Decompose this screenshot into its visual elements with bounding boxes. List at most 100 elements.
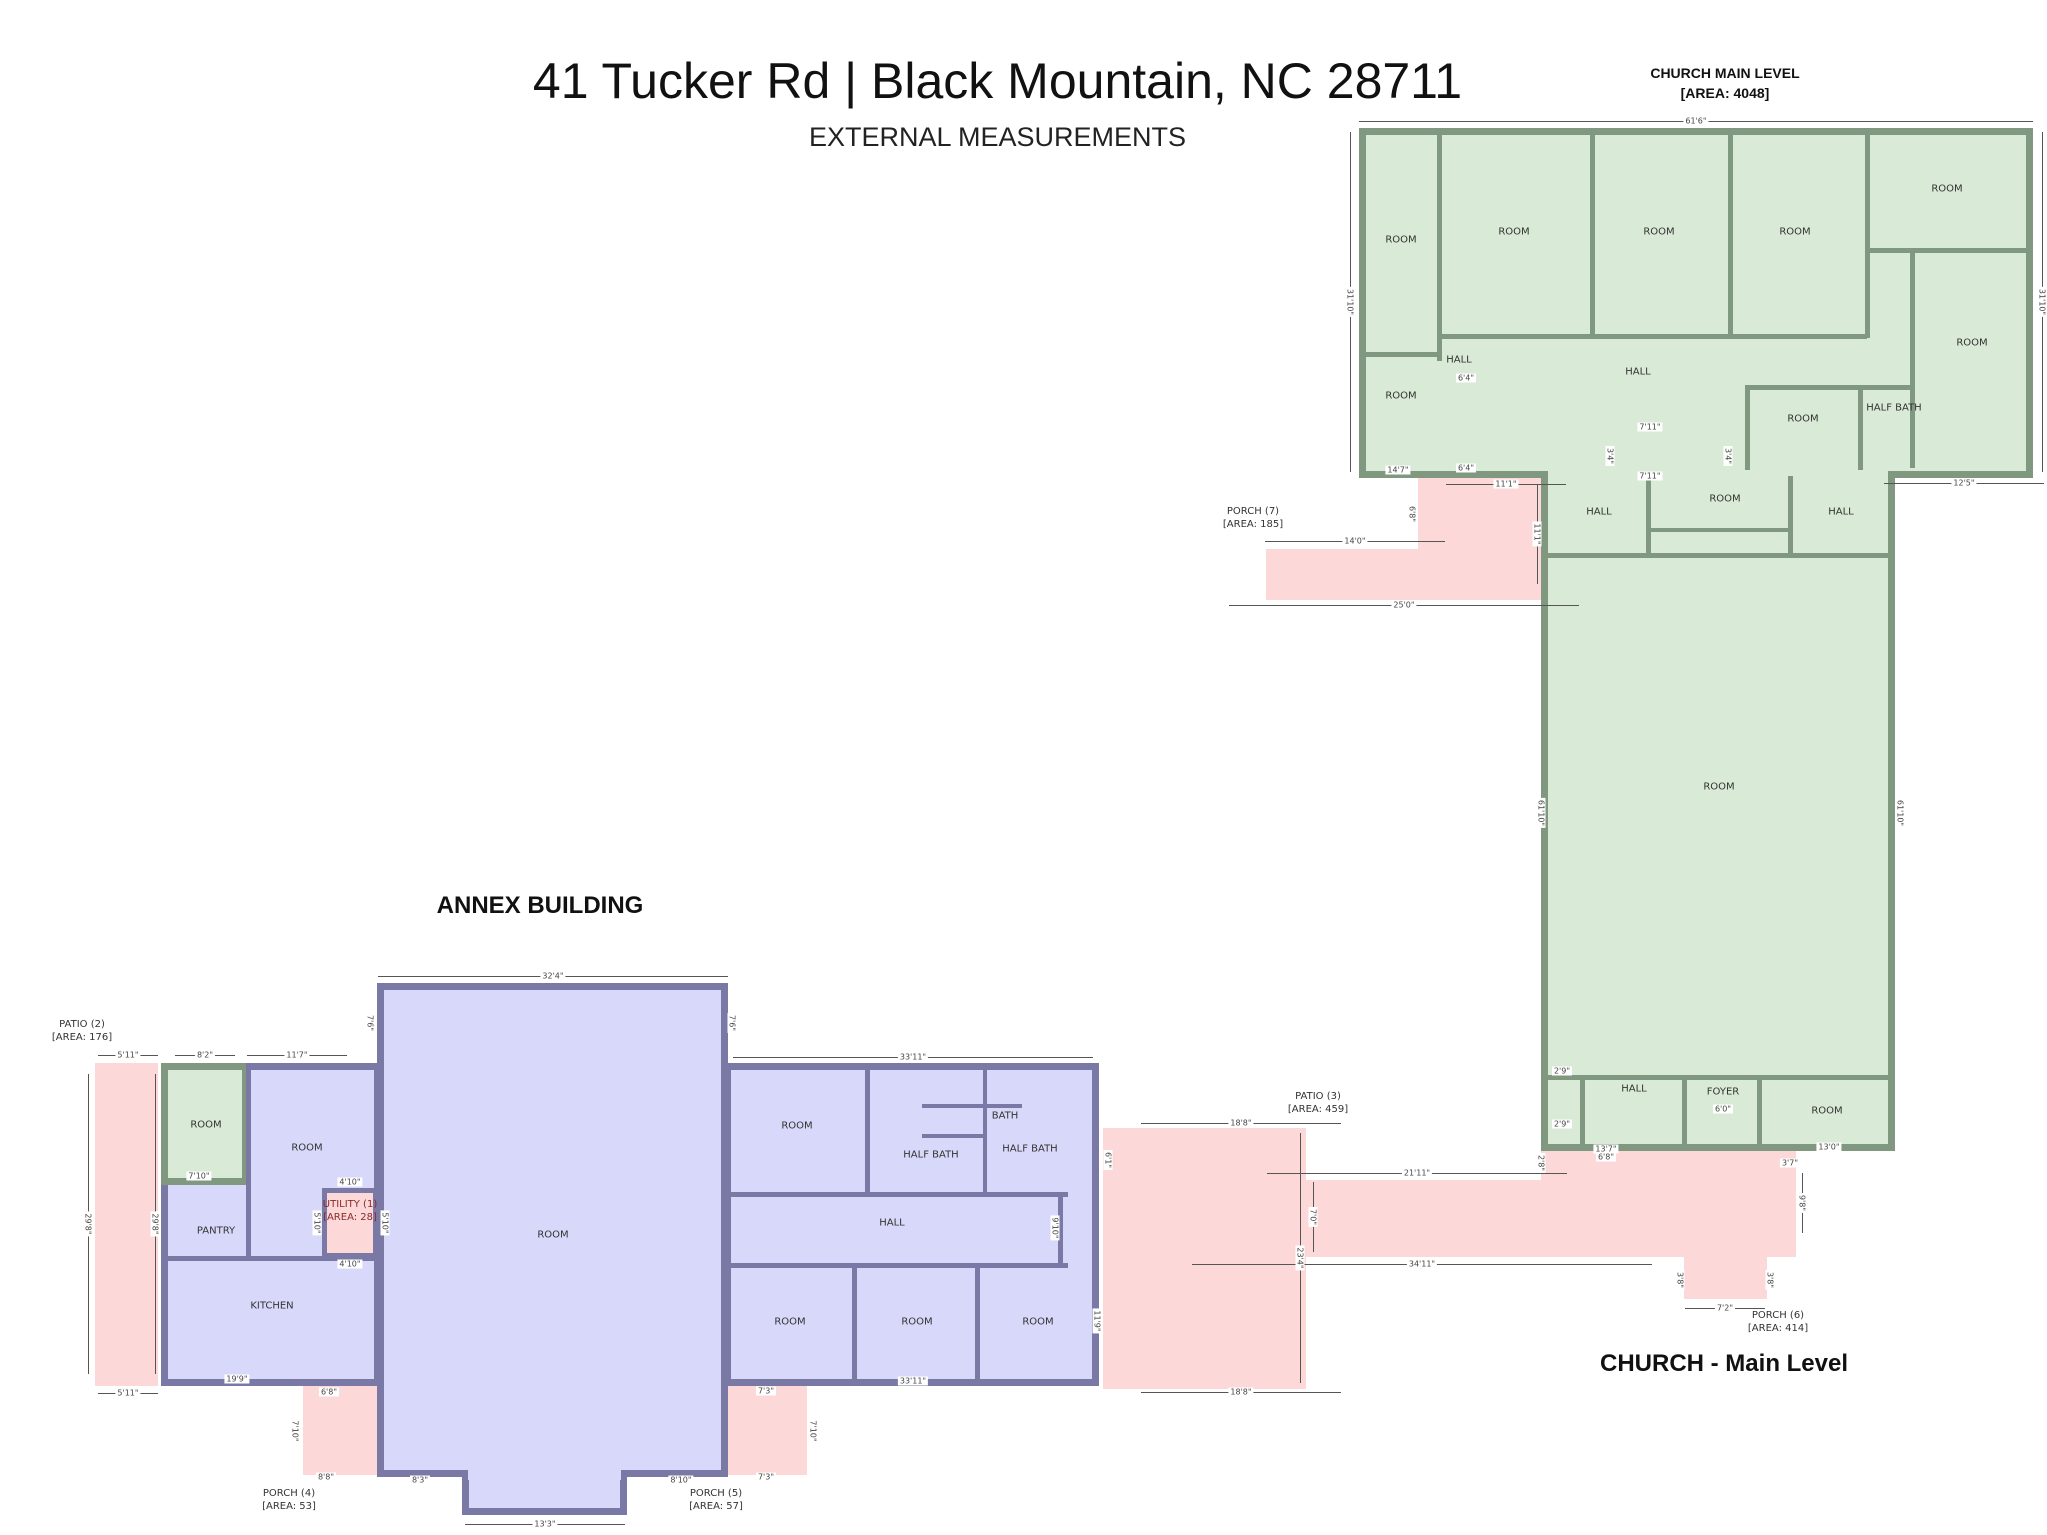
dimension-label: 61'6" <box>1683 116 1709 126</box>
wall <box>1865 248 2030 253</box>
church-sanctuary-block <box>1541 471 1895 1151</box>
wall <box>1546 553 1890 558</box>
church-hall-label: HALL <box>1446 354 1472 366</box>
dimension-label: 3'4" <box>1723 445 1733 467</box>
dimension-label: 23'4" <box>1295 1245 1305 1271</box>
page-title: 41 Tucker Rd | Black Mountain, NC 28711 <box>532 53 1463 109</box>
annex-green-room <box>161 1063 249 1185</box>
wall <box>1590 133 1595 338</box>
church-hall-label: HALL <box>1621 1083 1647 1095</box>
annex-great-room-label: ROOM <box>537 1229 569 1241</box>
dimension-label: 11'1" <box>1532 521 1542 547</box>
wall <box>983 1068 987 1194</box>
wall <box>1580 1075 1585 1151</box>
wall <box>922 1134 987 1138</box>
porch-7-label: PORCH (7)[AREA: 185] <box>1223 505 1283 531</box>
dimension-label: 9'10" <box>1050 1215 1060 1241</box>
annex-right-wing <box>724 1063 1099 1386</box>
wall <box>1757 1075 1762 1151</box>
dimension-label: 13'7" <box>1593 1144 1619 1154</box>
dimension-label: 7'2" <box>1714 1303 1736 1313</box>
patio-3 <box>1103 1128 1306 1389</box>
dimension-label: 32'4" <box>540 971 566 981</box>
dimension-label: 13'0" <box>1816 1142 1842 1152</box>
dimension-label: 8'2" <box>194 1050 216 1060</box>
dimension-label: 11'1" <box>1493 479 1519 489</box>
dimension-label: 12'5" <box>1951 478 1977 488</box>
annex-room-label: ROOM <box>774 1316 806 1328</box>
dimension-label: 14'7" <box>1385 465 1411 475</box>
dimension-label: 7'10" <box>808 1418 818 1444</box>
patio-3-area: [AREA: 459] <box>1287 1104 1349 1115</box>
patio-2-area: [AREA: 176] <box>51 1032 113 1043</box>
wall <box>1910 248 1915 468</box>
porch-4-label: PORCH (4)[AREA: 53] <box>262 1487 316 1513</box>
annex-room-label: ROOM <box>1022 1316 1054 1328</box>
dimension-label: 7'10" <box>290 1418 300 1444</box>
church-room-label: ROOM <box>1385 234 1417 246</box>
dimension-label: 33'11" <box>897 1052 929 1062</box>
wall <box>1728 133 1733 338</box>
wall <box>865 1068 870 1194</box>
wall <box>1437 334 1867 339</box>
wall <box>728 1192 1068 1197</box>
dimension-label: 4'10" <box>337 1259 363 1269</box>
church-caption: CHURCH - Main Level <box>1599 1350 1849 1377</box>
annex-room-label: ROOM <box>781 1120 813 1132</box>
dimension-label: 11'9" <box>1092 1308 1102 1334</box>
dimension-label: 6'1" <box>1103 1149 1113 1171</box>
half-bath-label: HALF BATH <box>903 1149 959 1161</box>
patio-3-name: PATIO (3) <box>1295 1091 1341 1102</box>
patio-3-walkway <box>1306 1180 1546 1257</box>
bay-join <box>468 1468 621 1480</box>
porch-5-name: PORCH (5) <box>689 1488 743 1499</box>
dimension-label: 6'8" <box>318 1387 340 1397</box>
utility-name: UTILITY (1) <box>322 1199 378 1210</box>
porch-7-name: PORCH (7) <box>1226 506 1280 517</box>
church-room-label: ROOM <box>1643 226 1675 238</box>
church-foyer-label: FOYER <box>1706 1086 1740 1098</box>
dimension-label: 7'0" <box>1308 1206 1318 1228</box>
dimension-label: 6'8" <box>1595 1152 1617 1162</box>
dimension-label: 61'10" <box>1895 797 1905 829</box>
dimension-label: 7'11" <box>1637 471 1663 481</box>
wall <box>246 1063 251 1259</box>
page-subtitle: EXTERNAL MEASUREMENTS <box>808 122 1187 152</box>
porch-5-label: PORCH (5)[AREA: 57] <box>689 1487 743 1513</box>
porch-6-name: PORCH (6) <box>1751 1310 1805 1321</box>
church-level-name: CHURCH MAIN LEVEL <box>1650 65 1800 81</box>
wall <box>975 1265 980 1383</box>
dimension-label: 8'3" <box>409 1475 431 1485</box>
porch-6-area: [AREA: 414] <box>1747 1323 1809 1334</box>
porch-6-step <box>1684 1257 1767 1299</box>
dimension-label: 6'4" <box>1455 373 1477 383</box>
half-bath-label: HALF BATH <box>1002 1143 1058 1155</box>
dimension-label: 33'11" <box>897 1376 929 1386</box>
dimension-label: 7'3" <box>755 1386 777 1396</box>
porch-6 <box>1541 1151 1796 1257</box>
porch-6-label: PORCH (6) [AREA: 414] <box>1748 1309 1808 1335</box>
dimension-label: 18'8" <box>1228 1387 1254 1397</box>
dimension-label: 11'7" <box>284 1050 310 1060</box>
wall <box>1788 476 1793 556</box>
wall <box>1646 476 1651 556</box>
patio-3-label: PATIO (3) [AREA: 459] <box>1288 1090 1348 1116</box>
dimension-label: 18'8" <box>1228 1118 1254 1128</box>
church-half-bath-label: HALF BATH <box>1866 402 1922 414</box>
dimension-label: 13'3" <box>532 1519 558 1529</box>
dimension-label: 31'10" <box>1345 286 1355 318</box>
dimension-label: 7'6" <box>365 1012 375 1034</box>
wall <box>1437 133 1442 361</box>
wall <box>1058 1192 1063 1268</box>
dimension-label: 5'10" <box>380 1210 390 1236</box>
dimension-label: 19'9" <box>224 1374 250 1384</box>
annex-room-label: ROOM <box>190 1119 222 1131</box>
porch-4-name: PORCH (4) <box>262 1488 316 1499</box>
dimension-label: 2'8" <box>1536 1152 1546 1174</box>
dimension-label: 4'10" <box>337 1177 363 1187</box>
patio-2 <box>95 1063 158 1386</box>
wall <box>852 1265 857 1383</box>
patio-2-label: PATIO (2)[AREA: 176] <box>52 1018 112 1044</box>
dimension-label: 7'6" <box>727 1012 737 1034</box>
dimension-label: 2'9" <box>1551 1066 1573 1076</box>
